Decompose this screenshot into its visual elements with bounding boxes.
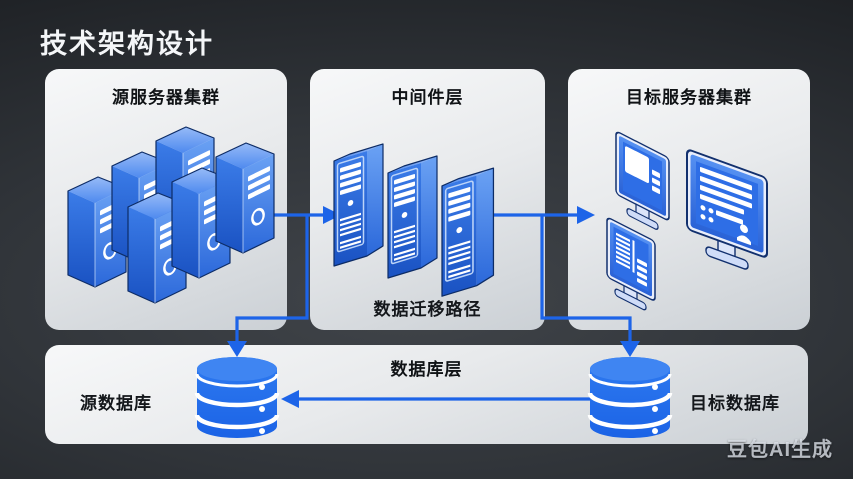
target-cluster-title: 目标服务器集群 [626, 88, 752, 107]
server-tower-icon [333, 143, 384, 267]
source-server-cluster-icons [66, 125, 276, 305]
panel-database-layer: 数据库层 源数据库 目标数据库 [45, 345, 808, 444]
target-db-label: 目标数据库 [690, 394, 780, 413]
middleware-server-icons [333, 143, 495, 297]
migration-path-label: 数据迁移路径 [373, 300, 482, 319]
target-monitor-icons [606, 131, 768, 311]
monitor-icon [615, 131, 670, 230]
source-cluster-title: 源服务器集群 [112, 88, 220, 107]
arrow-middleware-to-target [480, 206, 595, 224]
middleware-title: 中间件层 [391, 88, 464, 107]
watermark: 豆包AI生成 [727, 439, 833, 461]
monitor-icon [606, 217, 656, 311]
source-database-icon [197, 357, 277, 438]
server-tower-icon [387, 155, 438, 279]
monitor-icon [686, 149, 768, 270]
target-database-icon [590, 357, 670, 438]
server-tower-icon [441, 167, 495, 297]
arrow-target-db-to-source-db [281, 390, 590, 408]
page-title: 技术架构设计 [40, 29, 214, 59]
server-tower-icon [214, 141, 276, 255]
arrow-middleware-to-source-db [227, 215, 309, 357]
arrow-middleware-to-target-db [540, 215, 640, 357]
source-db-label: 源数据库 [80, 394, 152, 413]
database-layer-title: 数据库层 [390, 360, 463, 379]
